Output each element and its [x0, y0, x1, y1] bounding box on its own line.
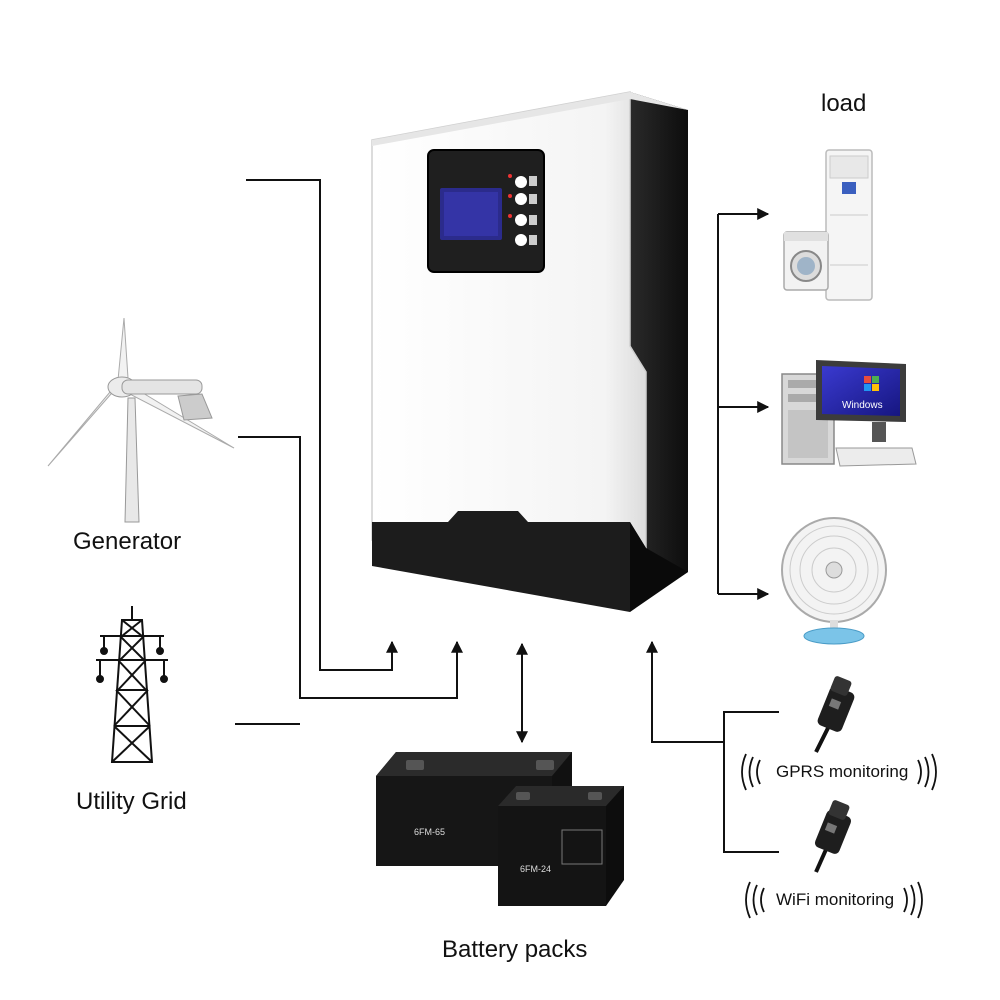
inverter	[371, 91, 688, 612]
battery-small-label: 6FM-24	[520, 864, 551, 874]
battery-large-label: 6FM-65	[414, 827, 445, 837]
screen-windows-text: Windows	[842, 400, 883, 411]
fan-icon	[781, 517, 887, 645]
generator-label: Generator	[73, 528, 182, 555]
utility-grid-label: Utility Grid	[76, 788, 187, 815]
gprs-signal-waves-icon	[741, 753, 937, 791]
wifi-signal-waves-icon	[745, 881, 923, 919]
wifi-dongle-icon	[814, 800, 852, 873]
battery-packs-label: Battery packs	[442, 936, 588, 963]
gprs-dongle-icon	[814, 676, 855, 753]
battery-small-icon: 6FM-24	[498, 786, 624, 906]
transmission-tower-icon	[96, 606, 168, 763]
control-buttons	[508, 174, 537, 246]
wind-turbine-icon	[47, 317, 235, 523]
inverter-base-right	[630, 522, 688, 612]
connection-lines	[235, 179, 779, 853]
monitoring-to-inverter-line	[646, 640, 724, 743]
inverter-bottom-base	[372, 511, 646, 612]
gprs-monitoring-label: GPRS monitoring	[776, 762, 909, 781]
computer-icon: Windows	[781, 360, 917, 467]
air-conditioner-icon	[825, 149, 873, 301]
monitoring-line	[723, 711, 779, 853]
top-source-line	[246, 179, 398, 671]
generator-line	[238, 436, 463, 699]
load-label: load	[821, 90, 867, 117]
wifi-monitoring-label: WiFi monitoring	[776, 890, 895, 909]
washing-machine-icon	[783, 231, 829, 291]
